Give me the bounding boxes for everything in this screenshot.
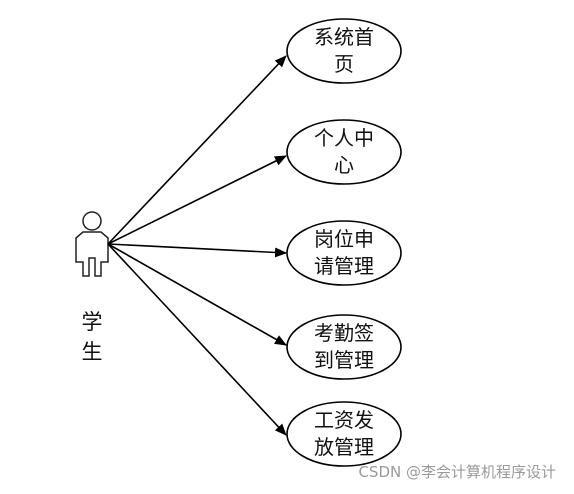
use-case-4-line1: 考勤签 (314, 321, 374, 345)
use-case-ellipses (286, 18, 402, 467)
associations (107, 55, 287, 436)
use-case-5-line1: 工资发 (314, 408, 374, 432)
use-case-2-line1: 个人中 (314, 126, 374, 150)
watermark-text: CSDN @李会计算机程序设计 (358, 463, 556, 481)
use-case-label-5: 工资发 放管理 (314, 407, 374, 461)
actor-head (82, 211, 102, 231)
use-case-ellipse-2 (286, 119, 402, 185)
actor-body (75, 231, 109, 277)
use-case-label-1: 系统首 页 (314, 24, 374, 78)
actor-label-line1: 学 (81, 310, 103, 334)
use-case-ellipse-1 (286, 18, 402, 84)
actor-figure (75, 211, 109, 277)
association-arrow-5 (107, 243, 287, 436)
actor-label-line2: 生 (81, 340, 103, 364)
use-case-ellipse-3 (286, 220, 402, 286)
association-arrow-2 (107, 155, 287, 245)
use-case-3-line1: 岗位申 (314, 227, 374, 251)
use-case-label-4: 考勤签 到管理 (314, 320, 374, 374)
use-case-4-line2: 到管理 (314, 348, 374, 372)
use-case-1-line2: 页 (334, 52, 354, 76)
use-case-1-line1: 系统首 (314, 25, 374, 49)
use-case-2-line2: 心 (334, 153, 354, 177)
association-arrow-1 (107, 55, 287, 245)
use-case-5-line2: 放管理 (314, 435, 374, 459)
use-case-ellipse-4 (286, 314, 402, 380)
use-case-ellipse-5 (286, 401, 402, 467)
association-arrow-3 (107, 243, 287, 258)
use-case-label-2: 个人中 心 (314, 125, 374, 179)
use-case-3-line2: 请管理 (314, 254, 374, 278)
actor-label: 学 生 (78, 307, 106, 367)
association-arrow-4 (107, 243, 287, 346)
use-case-label-3: 岗位申 请管理 (314, 226, 374, 280)
